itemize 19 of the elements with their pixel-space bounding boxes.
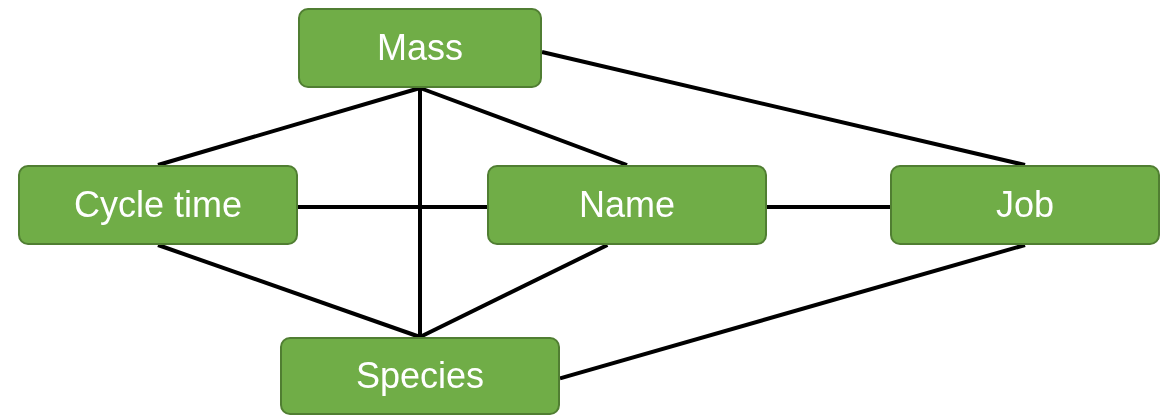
node-label: Name (579, 184, 675, 226)
connector-line (767, 205, 890, 209)
process-box (890, 165, 1160, 245)
process-box (298, 8, 542, 88)
process-box (487, 165, 767, 245)
process-box (280, 337, 560, 415)
connector-line (157, 86, 421, 167)
connector-line (419, 86, 628, 167)
connector-line (419, 243, 609, 339)
node-label: Cycle time (74, 184, 242, 226)
node-label: Mass (377, 27, 463, 69)
connector-line (418, 88, 422, 337)
node-label: Species (355, 355, 485, 397)
connector-line (157, 243, 421, 339)
connector-line (559, 243, 1026, 381)
connector-line (541, 50, 1026, 167)
connector-line (298, 205, 487, 209)
node-label: Job (995, 184, 1054, 226)
process-box (18, 165, 298, 245)
